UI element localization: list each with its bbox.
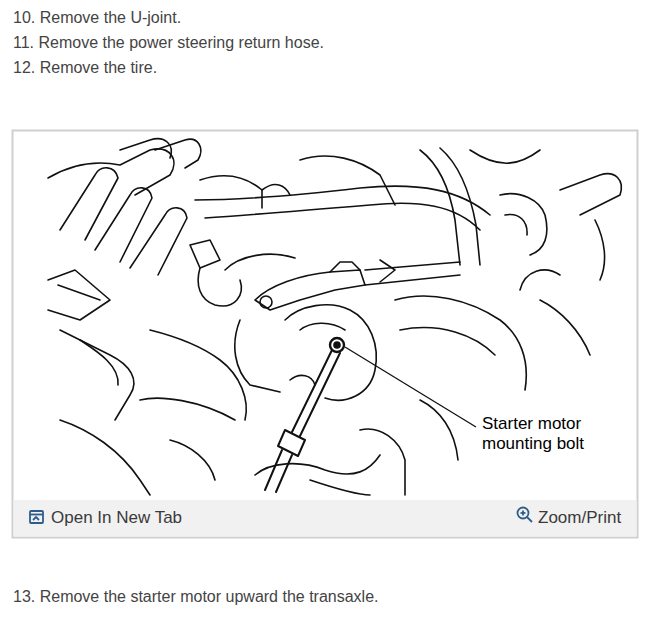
step-text: 10. Remove the U-joint. [13, 8, 181, 27]
toolbar-band [14, 500, 637, 537]
toolbar-button: Open In New Tab [51, 508, 182, 528]
part-label: Starter motor mounting bolt [482, 414, 622, 455]
step-text: 13. Remove the starter motor upward the … [13, 587, 379, 606]
toolbar-button: Zoom/Print [538, 508, 621, 528]
step-text: 12. Remove the tire. [13, 58, 157, 77]
leader-line [345, 347, 476, 427]
step-text: 11. Remove the power steering return hos… [13, 33, 324, 52]
engine-drawing [48, 139, 621, 495]
zoom-icon [518, 508, 533, 523]
figure-frame [13, 131, 638, 538]
new-tab-icon [30, 511, 43, 523]
